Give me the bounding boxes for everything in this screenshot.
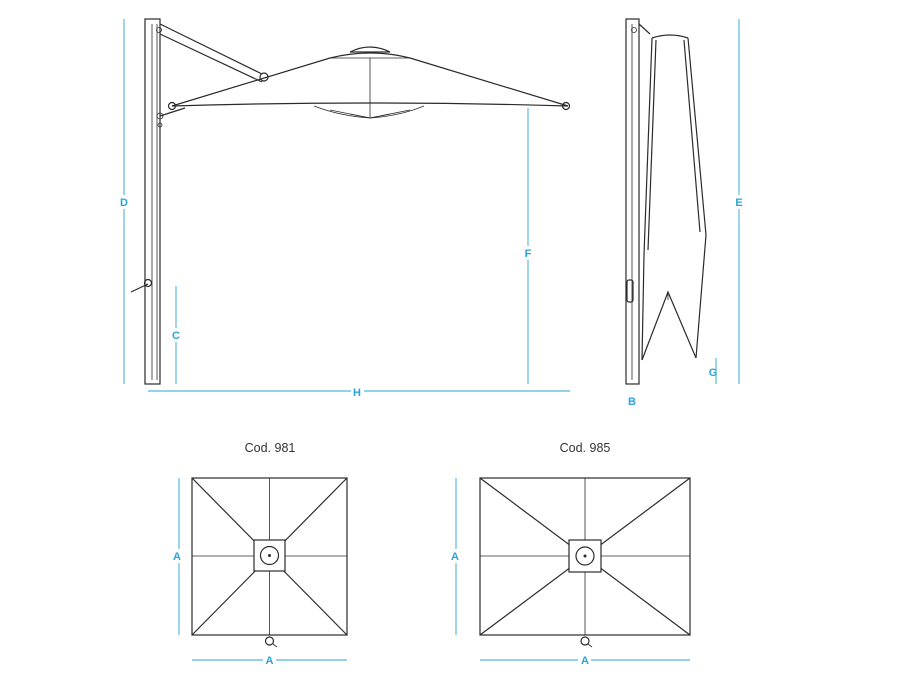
dim-label-a-981-horizontal: A	[266, 655, 274, 667]
dim-label-e: E	[735, 197, 742, 209]
dim-label-a-985-vertical: A	[451, 551, 459, 563]
plan-caption-981: Cod. 981	[245, 441, 296, 455]
canopy-closed	[626, 23, 707, 361]
plan-view-985	[479, 477, 691, 648]
dim-label-f: F	[525, 248, 532, 260]
dim-label-h: H	[353, 387, 361, 399]
dimension-letters: D C F H B E G A A A A	[118, 195, 745, 667]
dim-label-d: D	[120, 197, 128, 209]
canopy-open	[167, 46, 571, 119]
dim-label-a-985-horizontal: A	[581, 655, 589, 667]
dim-label-c: C	[172, 330, 180, 342]
dimension-lines	[123, 19, 740, 392]
mast-closed	[625, 18, 640, 385]
support-arm	[159, 23, 269, 117]
dim-label-g: G	[709, 367, 718, 379]
plan-view-981	[191, 477, 348, 648]
mast	[144, 18, 164, 385]
dim-label-a-981-vertical: A	[173, 551, 181, 563]
dim-label-b: B	[628, 396, 636, 408]
side-view-closed	[625, 18, 707, 385]
crank-handle	[130, 278, 153, 293]
side-view-open	[130, 18, 571, 385]
plan-caption-985: Cod. 985	[560, 441, 611, 455]
